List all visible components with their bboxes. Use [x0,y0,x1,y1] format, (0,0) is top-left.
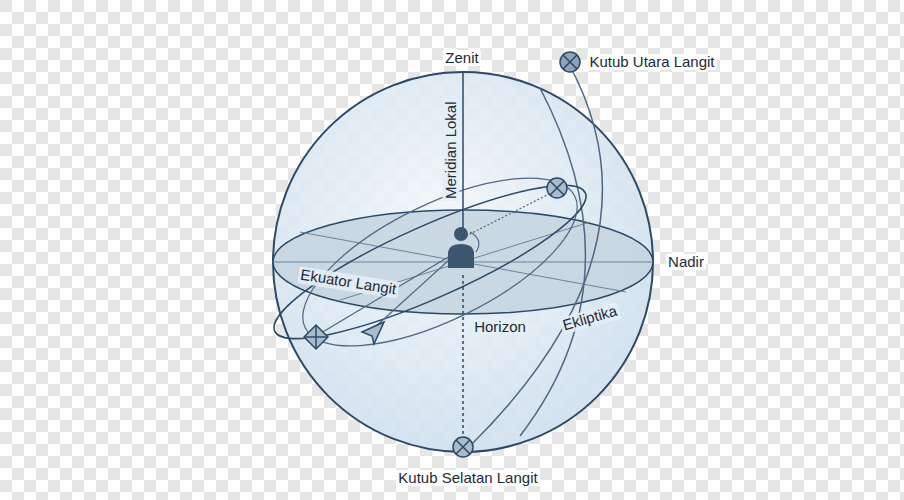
pole-symbols [453,52,580,457]
horizon-label: Horizon [472,319,528,336]
meridian-lower [462,275,464,438]
meridian-label: Meridian Lokal [443,99,460,201]
nadir-label: Nadir [666,254,706,271]
pole-label: Kutub Utara Langit [587,54,716,71]
zenith-label: Zenit [443,50,480,67]
meridian-line [462,72,464,228]
observer-lines [316,192,553,336]
sphere-outline [273,72,653,452]
pole-label: Kutub Selatan Langit [396,470,539,487]
ecliptic-ellipse [280,144,600,380]
equinox-symbols [304,322,384,349]
ecliptic-arc [520,88,585,436]
equator-ellipse [260,160,600,364]
observer-figure [448,227,474,268]
pole-circle [470,66,602,446]
